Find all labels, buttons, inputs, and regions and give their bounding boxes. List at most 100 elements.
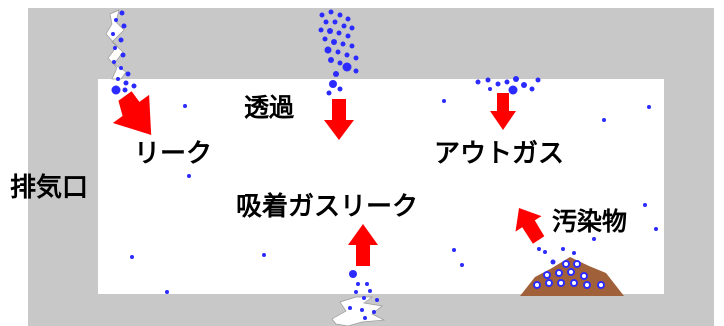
gas-molecule [335, 49, 341, 55]
gas-molecule [187, 174, 191, 178]
gas-molecule [356, 282, 360, 286]
gas-molecule [113, 46, 117, 50]
adsorbed-molecule [533, 281, 541, 289]
adsorbed-molecule [543, 271, 551, 279]
gas-molecule [337, 12, 343, 18]
gas-molecule [521, 82, 527, 88]
gas-molecule [349, 43, 355, 49]
gas-molecule [318, 27, 324, 33]
gas-molecule [550, 259, 556, 265]
gas-molecule [363, 316, 367, 320]
gas-molecule [333, 71, 339, 77]
gas-molecule [344, 52, 350, 58]
gas-molecule [130, 255, 134, 259]
adsorbed-molecule [557, 279, 565, 287]
contaminant-pile [520, 257, 624, 296]
gas-molecule [349, 25, 355, 31]
arrow-leak [112, 91, 152, 135]
adsorbed-molecule [580, 272, 588, 280]
gas-molecule [561, 247, 565, 251]
gas-molecule [125, 71, 131, 77]
gas-molecule [328, 9, 334, 15]
adsorbed-molecule [555, 269, 563, 277]
gas-molecule [572, 251, 576, 255]
gas-molecule [341, 23, 347, 29]
gas-molecule [324, 46, 332, 54]
gas-molecule [348, 306, 352, 310]
gas-molecule [537, 247, 541, 251]
gas-molecule [122, 87, 128, 93]
gas-molecule [111, 85, 121, 95]
gas-molecule [504, 79, 510, 85]
gas-molecule [345, 33, 351, 39]
contaminant-label: 汚染物 [552, 207, 628, 236]
gas-molecule [336, 30, 342, 36]
gas-molecule [349, 270, 357, 278]
gas-molecule [488, 87, 492, 91]
outgas-label: アウトガス [434, 139, 565, 169]
gas-molecule [592, 237, 596, 241]
gas-molecule [326, 90, 332, 96]
gas-molecule [165, 290, 169, 294]
gas-molecule [647, 105, 651, 109]
adsorbed-molecule [545, 279, 553, 287]
gas-molecule [116, 77, 120, 81]
gas-molecule [372, 310, 376, 314]
gas-molecule [353, 68, 359, 74]
adsorbed-molecule [573, 260, 581, 268]
gas-molecule [322, 36, 328, 42]
adsorbed-molecule [583, 281, 591, 289]
gas-molecule [340, 41, 346, 47]
gas-molecule [342, 62, 352, 72]
gas-molecule [375, 298, 379, 302]
exhaust-port-label: 排気口 [10, 173, 89, 203]
gas-molecule [123, 80, 129, 86]
wall-crack-leak [105, 9, 127, 80]
adsorbed-molecule [567, 268, 575, 276]
gas-molecule [513, 76, 519, 82]
adsorbed-molecule [562, 260, 570, 268]
arrow-outgas [490, 93, 516, 130]
gas-molecule [337, 86, 343, 92]
arrow-contaminant [515, 208, 545, 244]
chamber-wall [28, 8, 714, 326]
gas-molecule [337, 60, 343, 66]
adsorbed-molecule [597, 281, 605, 289]
arrow-permeation [324, 99, 354, 140]
gas-molecule [111, 32, 115, 36]
gas-molecule [327, 28, 333, 34]
gas-molecule [329, 80, 337, 88]
gas-molecule [353, 55, 359, 61]
arrow-adsorbed-leak [348, 224, 378, 266]
gas-molecule [362, 296, 366, 300]
gas-molecule [602, 118, 606, 122]
gas-molecule [119, 66, 123, 70]
gas-molecule [368, 289, 372, 293]
gas-molecule [131, 83, 137, 89]
gas-molecule [119, 10, 125, 16]
gas-molecule [112, 60, 116, 64]
permeation-label: 透過 [244, 93, 295, 122]
gas-molecule [485, 77, 491, 83]
gas-molecule [345, 16, 351, 22]
gas-molecules [111, 9, 658, 320]
gas-molecule [118, 37, 124, 43]
gas-molecule [120, 52, 126, 58]
gas-molecule [262, 253, 266, 257]
gas-molecule [643, 203, 647, 207]
gas-molecule [319, 12, 325, 18]
gas-molecule [442, 99, 446, 103]
gas-molecule [354, 290, 358, 294]
gas-molecule [452, 248, 456, 252]
leak-label: リーク [134, 139, 213, 169]
gas-molecule [543, 250, 547, 254]
gas-molecule [535, 77, 541, 83]
gas-molecule [475, 79, 481, 85]
gas-molecule [495, 81, 501, 87]
gas-molecule [328, 57, 334, 63]
gas-molecule [183, 104, 187, 108]
gas-molecule [460, 263, 464, 267]
gas-molecule [331, 39, 337, 45]
gas-molecule [332, 19, 338, 25]
